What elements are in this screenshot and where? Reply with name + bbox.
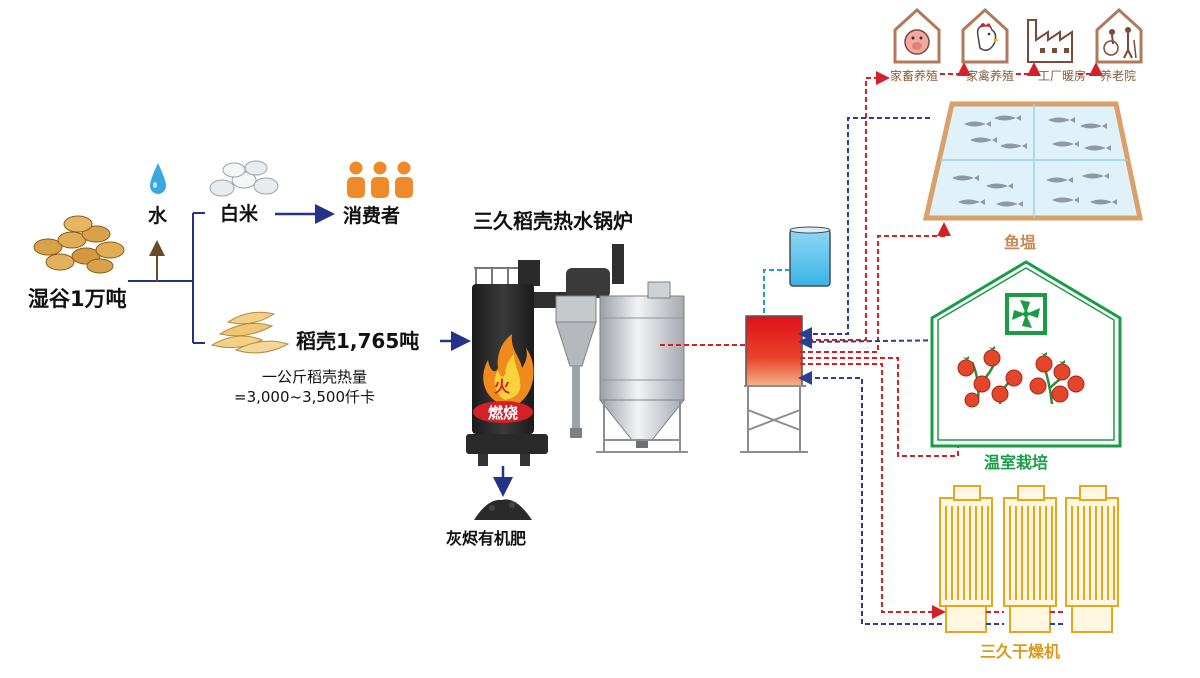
consumer-label: 消费者	[343, 204, 400, 227]
greenhouse-label: 温室栽培	[983, 453, 1048, 472]
diagram-title: 三久稻壳热水锅炉	[473, 209, 633, 233]
buildings-row	[893, 7, 1143, 64]
burn-label: 燃烧	[488, 404, 518, 422]
chicken-icon	[961, 7, 1009, 64]
tomato-plants-icon	[957, 346, 1085, 408]
branch-lines	[128, 212, 205, 344]
factory-icon	[1027, 19, 1073, 63]
dryer-label: 三久干燥机	[980, 642, 1060, 661]
fish-pond-label: 鱼塭	[1004, 233, 1036, 252]
dryer-machines	[939, 485, 1119, 633]
building-label-3: 工厂暖房	[1038, 68, 1086, 83]
greenhouse	[930, 260, 1122, 448]
building-label-2: 家禽养殖	[966, 68, 1014, 83]
water-supply-line	[757, 269, 790, 330]
husk-note-line1: 一公斤稻壳热量	[262, 368, 367, 386]
husk-pile-icon	[210, 311, 290, 354]
rice-pile-icon	[209, 160, 279, 197]
building-label-1: 家畜养殖	[890, 68, 938, 83]
boiler-machine: 火 燃烧	[466, 244, 688, 466]
consumer-group-icon	[347, 161, 413, 198]
elderly-icon	[1095, 7, 1143, 64]
fan-icon	[1005, 293, 1047, 335]
hot-water-tank	[740, 315, 808, 453]
pig-icon	[893, 7, 941, 64]
input-label: 湿谷1万吨	[28, 287, 127, 311]
dryer-connector-lines	[986, 611, 1066, 625]
water-drop-icon	[150, 163, 166, 194]
svg-text:火: 火	[494, 377, 511, 396]
building-label-4: 养老院	[1100, 68, 1136, 83]
ash-label: 灰烬有机肥	[446, 529, 526, 548]
rice-label: 白米	[220, 202, 259, 225]
burn-badge	[473, 401, 533, 423]
flame-icon: 火	[483, 334, 534, 405]
fish-pond	[922, 101, 1144, 221]
grain-pile-icon	[33, 215, 125, 274]
ash-pile-icon	[474, 499, 532, 520]
husk-note-line2: =3,000~3,500仟卡	[234, 388, 375, 406]
husk-label: 稻壳1,765吨	[296, 329, 419, 353]
water-label: 水	[148, 205, 168, 227]
distribution-lines	[798, 62, 1103, 625]
water-supply-tank	[789, 226, 831, 287]
